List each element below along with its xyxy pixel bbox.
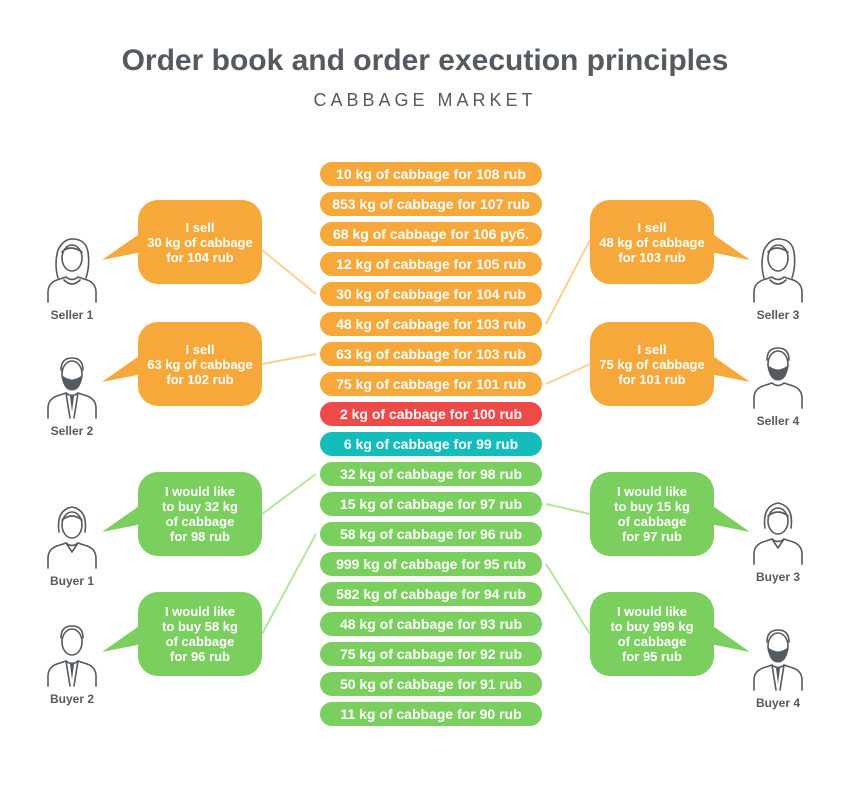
page-title: Order book and order execution principle… xyxy=(121,44,729,77)
person-icon xyxy=(753,629,803,691)
order-row-sell: 68 kg of cabbage for 106 руб. xyxy=(320,222,542,246)
speech-bubble-6: I sell 75 kg of cabbage for 101 rub xyxy=(590,322,714,406)
connector-line xyxy=(545,239,591,325)
connector-line xyxy=(545,503,591,515)
person-icon xyxy=(47,357,97,419)
connector-line xyxy=(545,363,591,385)
order-row-buy: 32 kg of cabbage for 98 rub xyxy=(320,462,542,486)
order-row-sell: 63 kg of cabbage for 103 rub xyxy=(320,342,542,366)
order-row-sell: 853 kg of cabbage for 107 rub xyxy=(320,192,542,216)
participant-buyer-4: Buyer 4 xyxy=(748,622,808,710)
participant-label: Buyer 1 xyxy=(49,574,95,588)
speech-bubble-tail xyxy=(710,354,750,382)
participant-label: Seller 4 xyxy=(756,414,800,428)
order-row-buy: 75 kg of cabbage for 92 rub xyxy=(320,642,542,666)
person-icon xyxy=(753,238,803,303)
speech-bubble-2: I sell 63 kg of cabbage for 102 rub xyxy=(138,322,262,406)
speech-bubble-5: I sell 48 kg of cabbage for 103 rub xyxy=(590,200,714,284)
order-row-buy: 58 kg of cabbage for 96 rub xyxy=(320,522,542,546)
order-row-sell: 30 kg of cabbage for 104 rub xyxy=(320,282,542,306)
speech-bubble-tail xyxy=(102,624,142,652)
person-icon xyxy=(47,238,97,303)
person-icon xyxy=(753,347,803,409)
participant-buyer-2: Buyer 2 xyxy=(42,618,102,706)
connector-line xyxy=(261,353,317,365)
participant-label: Buyer 4 xyxy=(755,696,801,710)
connector-line xyxy=(545,563,591,635)
speech-bubble-tail xyxy=(710,624,750,652)
page-subtitle: CABBAGE MARKET xyxy=(313,90,537,110)
order-row-sell: 48 kg of cabbage for 103 rub xyxy=(320,312,542,336)
participant-label: Buyer 2 xyxy=(49,692,95,706)
person-icon xyxy=(47,506,97,569)
participant-buyer-3: Buyer 3 xyxy=(748,496,808,584)
speech-bubble-tail xyxy=(710,232,750,260)
speech-bubble-1: I sell 30 kg of cabbage for 104 rub xyxy=(138,200,262,284)
connector-line xyxy=(261,533,317,635)
order-row-buy: 15 kg of cabbage for 97 rub xyxy=(320,492,542,516)
order-row-buy: 11 kg of cabbage for 90 rub xyxy=(320,702,542,726)
order-row-best-sell: 2 kg of cabbage for 100 rub xyxy=(320,402,542,426)
person-icon xyxy=(753,502,803,565)
speech-bubble-3: I would like to buy 32 kg of cabbage for… xyxy=(138,472,262,556)
connector-line xyxy=(261,249,317,295)
participant-seller-1: Seller 1 xyxy=(42,234,102,322)
participant-label: Seller 2 xyxy=(50,424,94,438)
order-row-buy: 50 kg of cabbage for 91 rub xyxy=(320,672,542,696)
order-row-sell: 10 kg of cabbage for 108 rub xyxy=(320,162,542,186)
order-row-buy: 48 kg of cabbage for 93 rub xyxy=(320,612,542,636)
speech-bubble-4: I would like to buy 58 kg of cabbage for… xyxy=(138,592,262,676)
order-row-best-buy: 6 kg of cabbage for 99 rub xyxy=(320,432,542,456)
speech-bubble-7: I would like to buy 15 kg of cabbage for… xyxy=(590,472,714,556)
order-row-sell: 12 kg of cabbage for 105 rub xyxy=(320,252,542,276)
participant-seller-3: Seller 3 xyxy=(748,234,808,322)
order-row-buy: 999 kg of cabbage for 95 rub xyxy=(320,552,542,576)
speech-bubble-tail xyxy=(710,504,750,532)
speech-bubble-8: I would like to buy 999 kg of cabbage fo… xyxy=(590,592,714,676)
participant-label: Seller 1 xyxy=(50,308,94,322)
participant-seller-4: Seller 4 xyxy=(748,340,808,428)
speech-bubble-tail xyxy=(102,354,142,382)
speech-bubble-tail xyxy=(102,504,142,532)
connector-line xyxy=(261,473,317,515)
participant-seller-2: Seller 2 xyxy=(42,350,102,438)
order-row-buy: 582 kg of cabbage for 94 rub xyxy=(320,582,542,606)
participant-label: Seller 3 xyxy=(756,308,800,322)
person-icon xyxy=(47,625,97,687)
participant-label: Buyer 3 xyxy=(755,570,801,584)
order-book: 10 kg of cabbage for 108 rub 853 kg of ca… xyxy=(320,162,542,732)
order-row-sell: 75 kg of cabbage for 101 rub xyxy=(320,372,542,396)
speech-bubble-tail xyxy=(102,232,142,260)
participant-buyer-1: Buyer 1 xyxy=(42,500,102,588)
